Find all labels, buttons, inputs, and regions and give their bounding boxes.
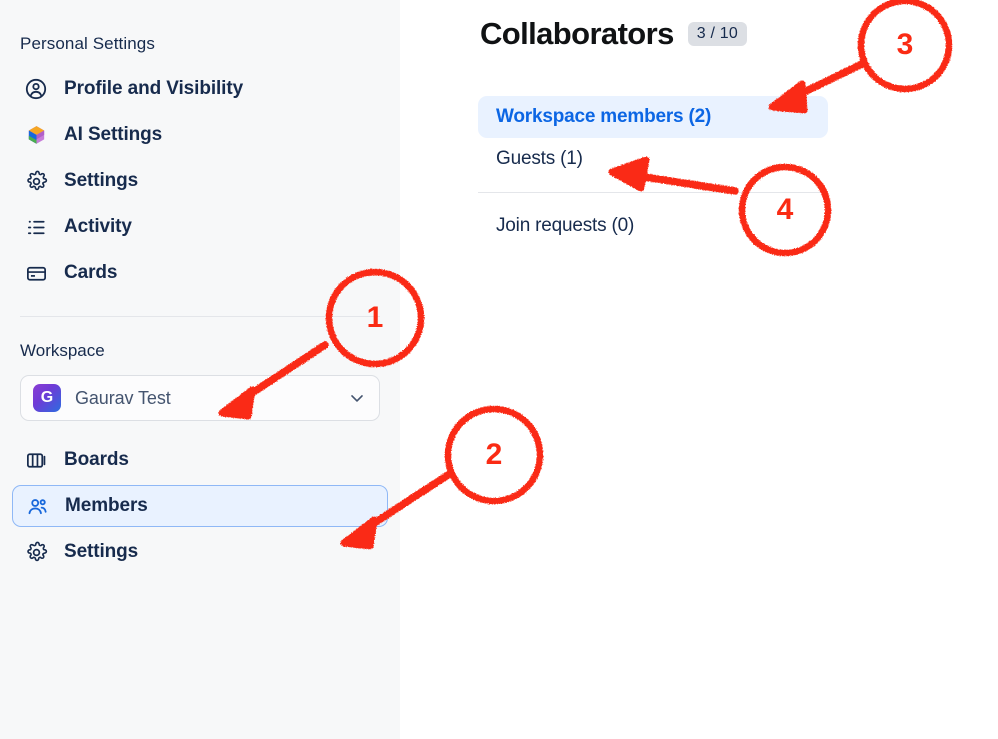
tab-workspace-members[interactable]: Workspace members (2) [478, 96, 828, 138]
cards-icon [24, 261, 48, 285]
tab-guests[interactable]: Guests (1) [478, 138, 828, 180]
gear-icon [24, 540, 48, 564]
ai-hexagon-icon [24, 123, 48, 147]
sidebar-item-label: Settings [64, 541, 139, 562]
annotation-marker-4-label: 4 [776, 193, 794, 226]
personal-settings-list: Profile and Visibility AI Settings [0, 68, 400, 294]
workspace-switcher[interactable]: G Gaurav Test [20, 375, 380, 421]
sidebar-item-label: Members [65, 495, 148, 516]
sidebar-item-boards[interactable]: Boards [12, 439, 388, 481]
tab-label: Workspace members (2) [496, 106, 712, 127]
sidebar-item-label: Boards [64, 449, 129, 470]
user-circle-icon [24, 77, 48, 101]
seat-count-badge: 3 / 10 [687, 22, 747, 46]
members-icon [25, 494, 49, 518]
sidebar-item-label: Cards [64, 262, 118, 283]
gear-icon [24, 169, 48, 193]
tab-label: Guests (1) [496, 148, 583, 169]
annotation-marker-1-label: 1 [366, 301, 384, 334]
workspace-section-heading: Workspace [20, 341, 105, 360]
page-header: Collaborators 3 / 10 [400, 0, 998, 52]
sidebar-item-label: Settings [64, 170, 139, 191]
workspace-nav-list: Boards Members [0, 439, 400, 573]
boards-icon [24, 448, 48, 472]
tab-join-requests[interactable]: Join requests (0) [478, 205, 828, 247]
workspace-avatar: G [33, 384, 61, 412]
sidebar-item-cards[interactable]: Cards [12, 252, 388, 294]
sidebar-item-settings[interactable]: Settings [12, 160, 388, 202]
tab-label: Join requests (0) [496, 215, 635, 236]
workspace-name: Gaurav Test [75, 387, 171, 408]
chevron-down-icon [347, 388, 367, 408]
sidebar-item-profile-and-visibility[interactable]: Profile and Visibility [12, 68, 388, 110]
sidebar-item-members[interactable]: Members [12, 485, 388, 527]
sidebar-item-label: Profile and Visibility [64, 78, 244, 99]
sidebar-item-activity[interactable]: Activity [12, 206, 388, 248]
annotation-marker-3-label: 3 [896, 28, 914, 61]
personal-settings-heading: Personal Settings [20, 34, 155, 53]
sidebar-divider [20, 316, 380, 317]
sidebar-item-ai-settings[interactable]: AI Settings [12, 114, 388, 156]
activity-list-icon [24, 215, 48, 239]
page-title: Collaborators [480, 16, 674, 51]
settings-sidebar: Personal Settings Profile and Visibility [0, 0, 400, 739]
annotation-marker-2-label: 2 [485, 438, 503, 471]
sidebar-item-label: Activity [64, 216, 132, 237]
sidebar-item-label: AI Settings [64, 124, 163, 145]
main-content: Collaborators 3 / 10 Workspace members (… [400, 0, 998, 739]
sidebar-item-workspace-settings[interactable]: Settings [12, 531, 388, 573]
